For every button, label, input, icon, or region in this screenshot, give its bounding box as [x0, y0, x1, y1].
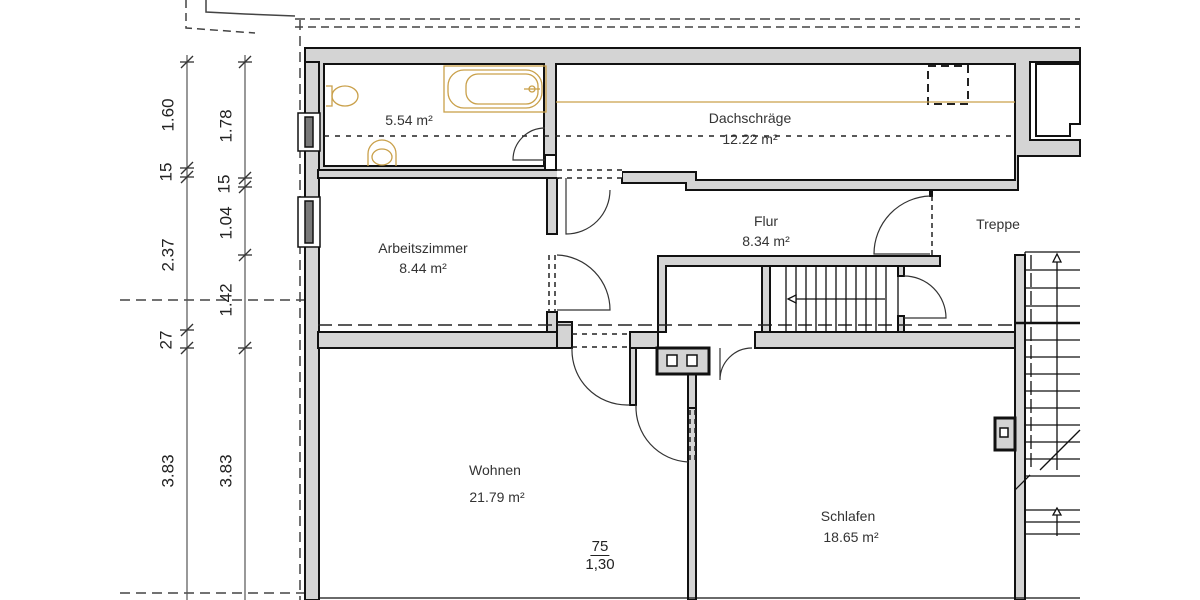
walls — [304, 47, 1081, 600]
dim-outer-5: 3.83 — [158, 454, 178, 488]
roof-slope-lines — [318, 65, 1015, 460]
schlafen-name: Schlafen — [820, 508, 876, 524]
wall-openings — [557, 158, 622, 178]
dim-outer-1: 1.60 — [158, 98, 178, 132]
dim-outer-3: 2.37 — [158, 238, 178, 272]
doors — [512, 127, 947, 463]
chimney-flues — [666, 354, 1009, 438]
bath-area: 5.54 m² — [385, 112, 433, 128]
dachschraege-area: 12.22 m² — [722, 131, 778, 147]
stair-inner — [769, 265, 899, 333]
dimension-lines — [180, 55, 252, 600]
window-opening-height: 1,30 — [585, 556, 615, 573]
dim-inner-3: 1.04 — [216, 206, 236, 240]
wohnen-area: 21.79 m² — [469, 489, 525, 505]
stair-main — [1014, 251, 1081, 600]
arbeitszimmer-name: Arbeitszimmer — [378, 240, 468, 256]
dim-inner-1: 1.78 — [216, 109, 236, 143]
dachschraege-name: Dachschräge — [708, 110, 792, 126]
dim-inner-2: 15 — [214, 174, 234, 194]
window-sill-height: 75 — [590, 538, 610, 556]
dim-inner-5: 3.83 — [216, 454, 236, 488]
windows — [297, 112, 321, 248]
window-height-note: 75 1,30 — [585, 538, 614, 573]
treppe-name: Treppe — [976, 216, 1020, 232]
flur-area: 8.34 m² — [742, 233, 790, 249]
wohnen-name: Wohnen — [469, 462, 521, 478]
flur-name: Flur — [753, 213, 779, 229]
schlafen-area: 18.65 m² — [823, 529, 879, 545]
dim-outer-4: 27 — [156, 330, 176, 350]
arbeitszimmer-area: 8.44 m² — [399, 260, 447, 276]
dim-outer-2: 15 — [156, 162, 176, 182]
bathroom-fixtures — [326, 65, 1015, 166]
dim-inner-4: 1.42 — [216, 283, 236, 317]
